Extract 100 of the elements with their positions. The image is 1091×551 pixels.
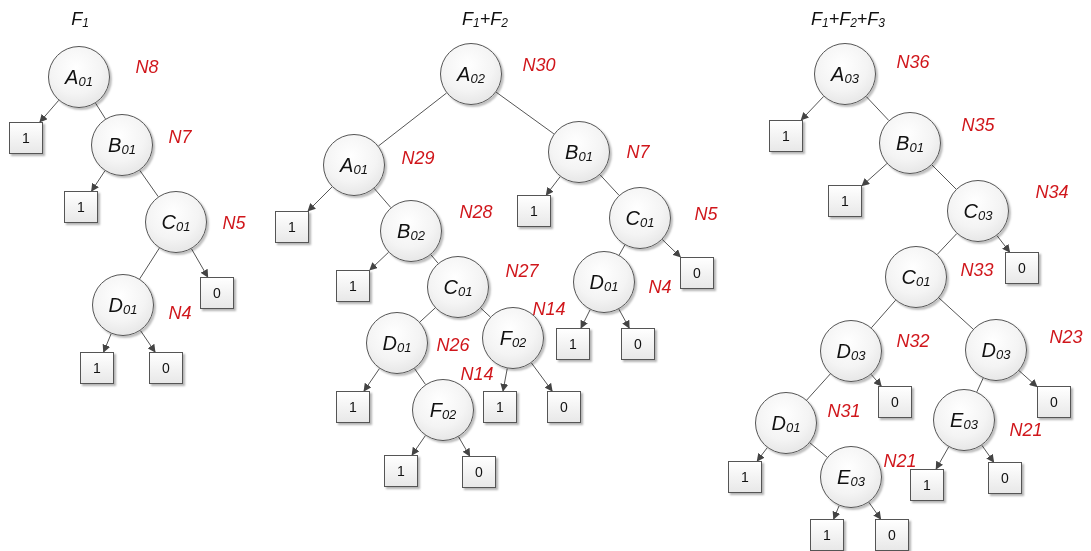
connector-line bbox=[865, 96, 890, 121]
arrow bbox=[618, 308, 630, 329]
tree-node-circle bbox=[91, 114, 153, 176]
tree-node-circle bbox=[412, 379, 474, 441]
connector-line bbox=[495, 91, 555, 135]
arrow bbox=[935, 446, 950, 470]
connector-line bbox=[419, 307, 436, 323]
node-number: N23 bbox=[1049, 328, 1083, 346]
arrow bbox=[530, 362, 553, 392]
tree-node-circle bbox=[609, 187, 671, 249]
leaf-box bbox=[769, 120, 803, 152]
node-label: E$_{03}$ bbox=[950, 409, 978, 431]
leaf-box bbox=[80, 352, 114, 384]
arrow bbox=[756, 447, 768, 462]
connector-line bbox=[414, 368, 426, 385]
tree-node-circle bbox=[427, 256, 489, 318]
leaf-box bbox=[64, 191, 98, 223]
leaf-box bbox=[828, 185, 862, 217]
leaf-value: 1 bbox=[349, 400, 357, 414]
leaf-box bbox=[547, 391, 581, 423]
arrow bbox=[500, 367, 509, 392]
node-number: N35 bbox=[961, 116, 995, 134]
node-number: N29 bbox=[401, 149, 435, 167]
leaf-value: 0 bbox=[162, 361, 170, 375]
arrow bbox=[191, 248, 209, 278]
connector-line bbox=[938, 297, 974, 330]
leaf-box bbox=[680, 257, 714, 289]
leaf-value: 1 bbox=[77, 200, 85, 214]
node-number: N14 bbox=[460, 365, 494, 383]
arrow bbox=[868, 501, 882, 520]
node-label: C$_{01}$ bbox=[625, 207, 655, 229]
leaf-value: 0 bbox=[888, 528, 896, 542]
leaf-value: 1 bbox=[569, 337, 577, 351]
node-number: N21 bbox=[1009, 421, 1043, 439]
connector-line bbox=[480, 307, 491, 318]
leaf-value: 0 bbox=[634, 337, 642, 351]
node-number: N4 bbox=[648, 278, 672, 296]
arrow bbox=[870, 373, 882, 387]
leaf-box bbox=[483, 391, 517, 423]
tree-node-circle bbox=[879, 112, 941, 174]
arrow bbox=[661, 239, 681, 258]
node-label: B$_{01}$ bbox=[896, 132, 924, 154]
leaf-value: 1 bbox=[741, 470, 749, 484]
leaf-value: 0 bbox=[1018, 261, 1026, 275]
tree-node-circle bbox=[814, 43, 876, 105]
node-label: C$_{01}$ bbox=[161, 211, 191, 233]
connector-line bbox=[430, 254, 439, 264]
node-number: N7 bbox=[626, 143, 650, 161]
node-number: N5 bbox=[222, 214, 246, 232]
node-number: N31 bbox=[827, 402, 861, 420]
leaf-value: 1 bbox=[496, 400, 504, 414]
tree-title: F$_{1}$ bbox=[71, 10, 89, 29]
connector-line bbox=[976, 377, 984, 393]
node-number: N36 bbox=[896, 53, 930, 71]
leaf-value: 1 bbox=[530, 204, 538, 218]
leaf-box bbox=[384, 455, 418, 487]
connector-line bbox=[373, 187, 392, 209]
tree-node-circle bbox=[323, 134, 385, 196]
leaf-box bbox=[462, 456, 496, 488]
node-label: D$_{03}$ bbox=[836, 340, 866, 362]
arrow bbox=[800, 95, 825, 121]
leaf-value: 1 bbox=[349, 279, 357, 293]
node-label: A$_{02}$ bbox=[457, 63, 485, 85]
node-label: F$_{02}$ bbox=[429, 399, 457, 421]
arrow bbox=[861, 163, 888, 187]
node-label: B$_{02}$ bbox=[397, 220, 425, 242]
leaf-box bbox=[9, 122, 43, 154]
connector-line bbox=[139, 169, 159, 198]
node-number: N28 bbox=[459, 203, 493, 221]
node-number: N34 bbox=[1035, 183, 1069, 201]
leaf-value: 0 bbox=[213, 286, 221, 300]
arrow bbox=[580, 309, 591, 329]
node-number: N21 bbox=[883, 452, 917, 470]
leaf-value: 0 bbox=[891, 395, 899, 409]
node-label: A$_{03}$ bbox=[831, 63, 859, 85]
tree-node-circle bbox=[885, 246, 947, 308]
node-label: D$_{03}$ bbox=[981, 339, 1011, 361]
arrow bbox=[102, 333, 112, 353]
connector-line bbox=[870, 299, 897, 329]
tree-node-circle bbox=[92, 274, 154, 336]
arrow bbox=[996, 235, 1011, 253]
connector-line bbox=[931, 164, 957, 190]
arrow bbox=[458, 436, 471, 457]
arrow bbox=[39, 99, 60, 123]
arrow bbox=[832, 505, 841, 520]
leaf-value: 1 bbox=[823, 528, 831, 542]
node-label: F$_{02}$ bbox=[499, 327, 527, 349]
arrow bbox=[307, 186, 333, 212]
leaf-box bbox=[728, 461, 762, 493]
tree-node-circle bbox=[933, 389, 995, 451]
node-label: C$_{01}$ bbox=[901, 266, 931, 288]
tree-node-circle bbox=[755, 392, 817, 454]
leaf-value: 1 bbox=[288, 220, 296, 234]
tree-node-circle bbox=[573, 251, 635, 313]
node-label: A$_{01}$ bbox=[340, 154, 368, 176]
arrow bbox=[91, 170, 106, 192]
arrow bbox=[981, 444, 995, 463]
node-label: A$_{01}$ bbox=[65, 66, 93, 88]
leaf-box bbox=[910, 469, 944, 501]
arrow bbox=[140, 330, 156, 353]
